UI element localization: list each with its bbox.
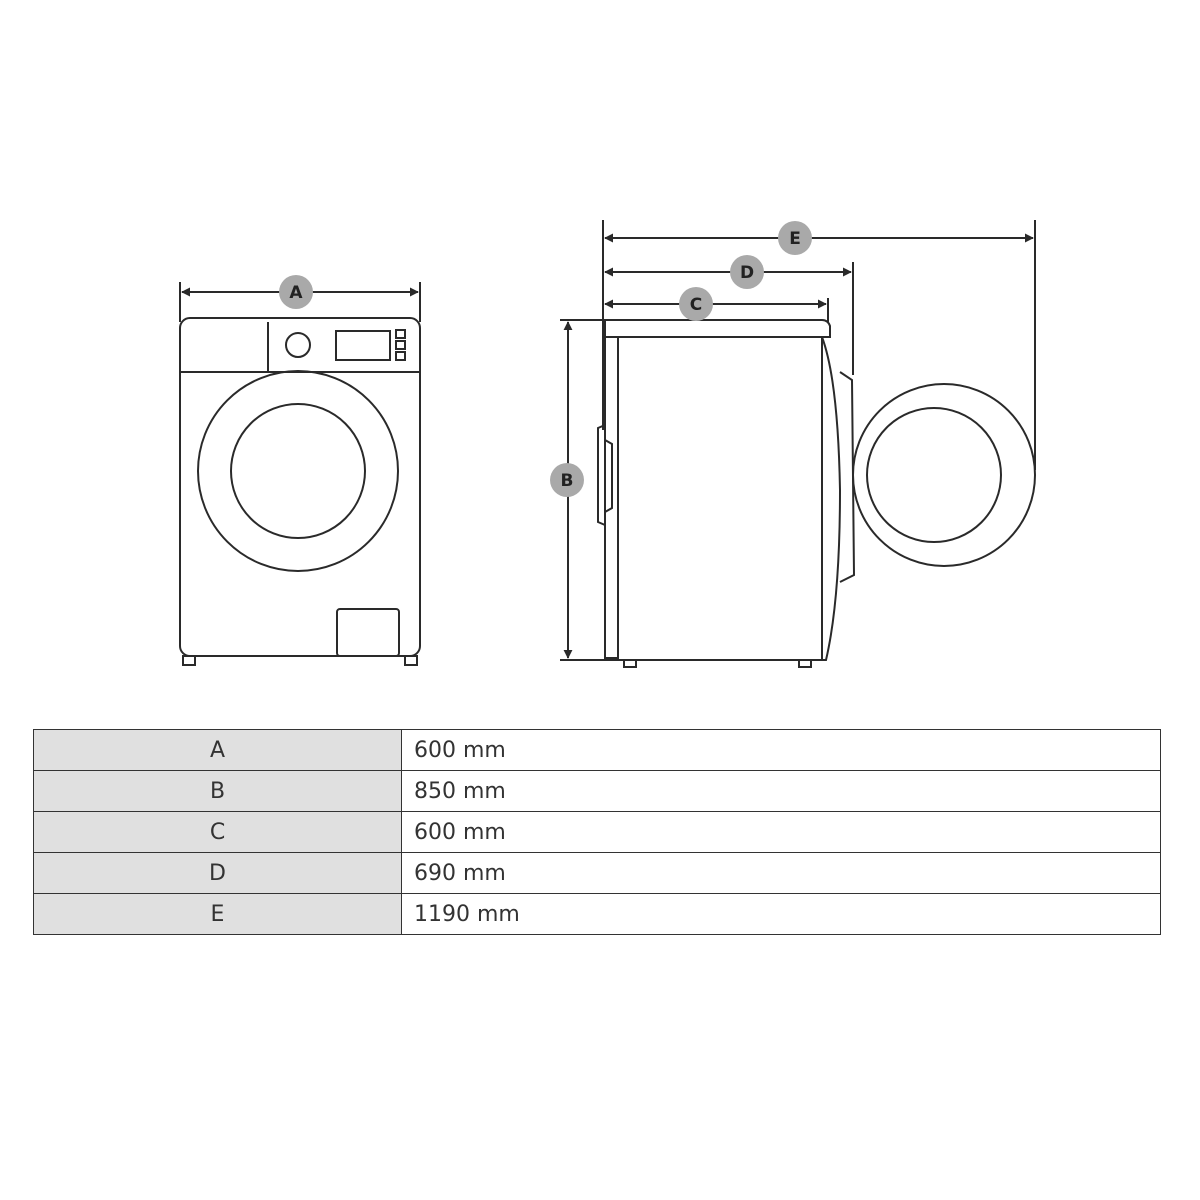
table-row: C 600 mm [33,811,1161,853]
side-foot-rear [623,659,637,668]
dimension-A: A [181,275,419,309]
dimension-key: E [33,893,402,935]
dimension-key: D [33,852,402,894]
open-door-glass [866,407,1002,543]
table-row: B 850 mm [33,770,1161,812]
dimension-E: E [604,221,1034,255]
dimension-key: C [33,811,402,853]
open-door-outer [852,383,1036,567]
front-door-outer [197,370,399,572]
dimension-C: C [604,287,827,321]
label-B: B [561,471,574,491]
label-D: D [740,263,754,283]
badge-E [778,221,812,255]
badge-A [279,275,313,309]
program-knob [285,332,311,358]
badge-C [679,287,713,321]
badge-B [550,463,584,497]
display-panel [335,330,391,361]
front-body [179,317,421,657]
label-C: C [690,295,702,315]
filter-cover [336,608,400,657]
dimension-D: D [604,255,852,289]
dimension-value: 600 mm [401,729,1161,771]
dimension-value: 600 mm [401,811,1161,853]
side-foot-front [798,659,812,668]
dimensions-table: A 600 mm B 850 mm C 600 mm D 690 mm E 11… [33,729,1161,935]
table-row: A 600 mm [33,729,1161,771]
dimension-value: 690 mm [401,852,1161,894]
badge-D [730,255,764,289]
dimension-value: 1190 mm [401,893,1161,935]
front-view [179,282,421,666]
side-view [560,220,1036,668]
front-foot-left [182,655,196,666]
front-door-glass [230,403,366,539]
dimension-B: B [550,321,584,659]
side-body [618,336,842,661]
side-top-plate [604,319,831,338]
washing-machine-dimension-diagram: A B C [179,220,1036,668]
dimension-key: B [33,770,402,812]
label-A: A [289,283,303,303]
dimension-value: 850 mm [401,770,1161,812]
table-row: E 1190 mm [33,893,1161,935]
label-E: E [789,229,801,249]
dimension-key: A [33,729,402,771]
table-row: D 690 mm [33,852,1161,894]
front-foot-right [404,655,418,666]
